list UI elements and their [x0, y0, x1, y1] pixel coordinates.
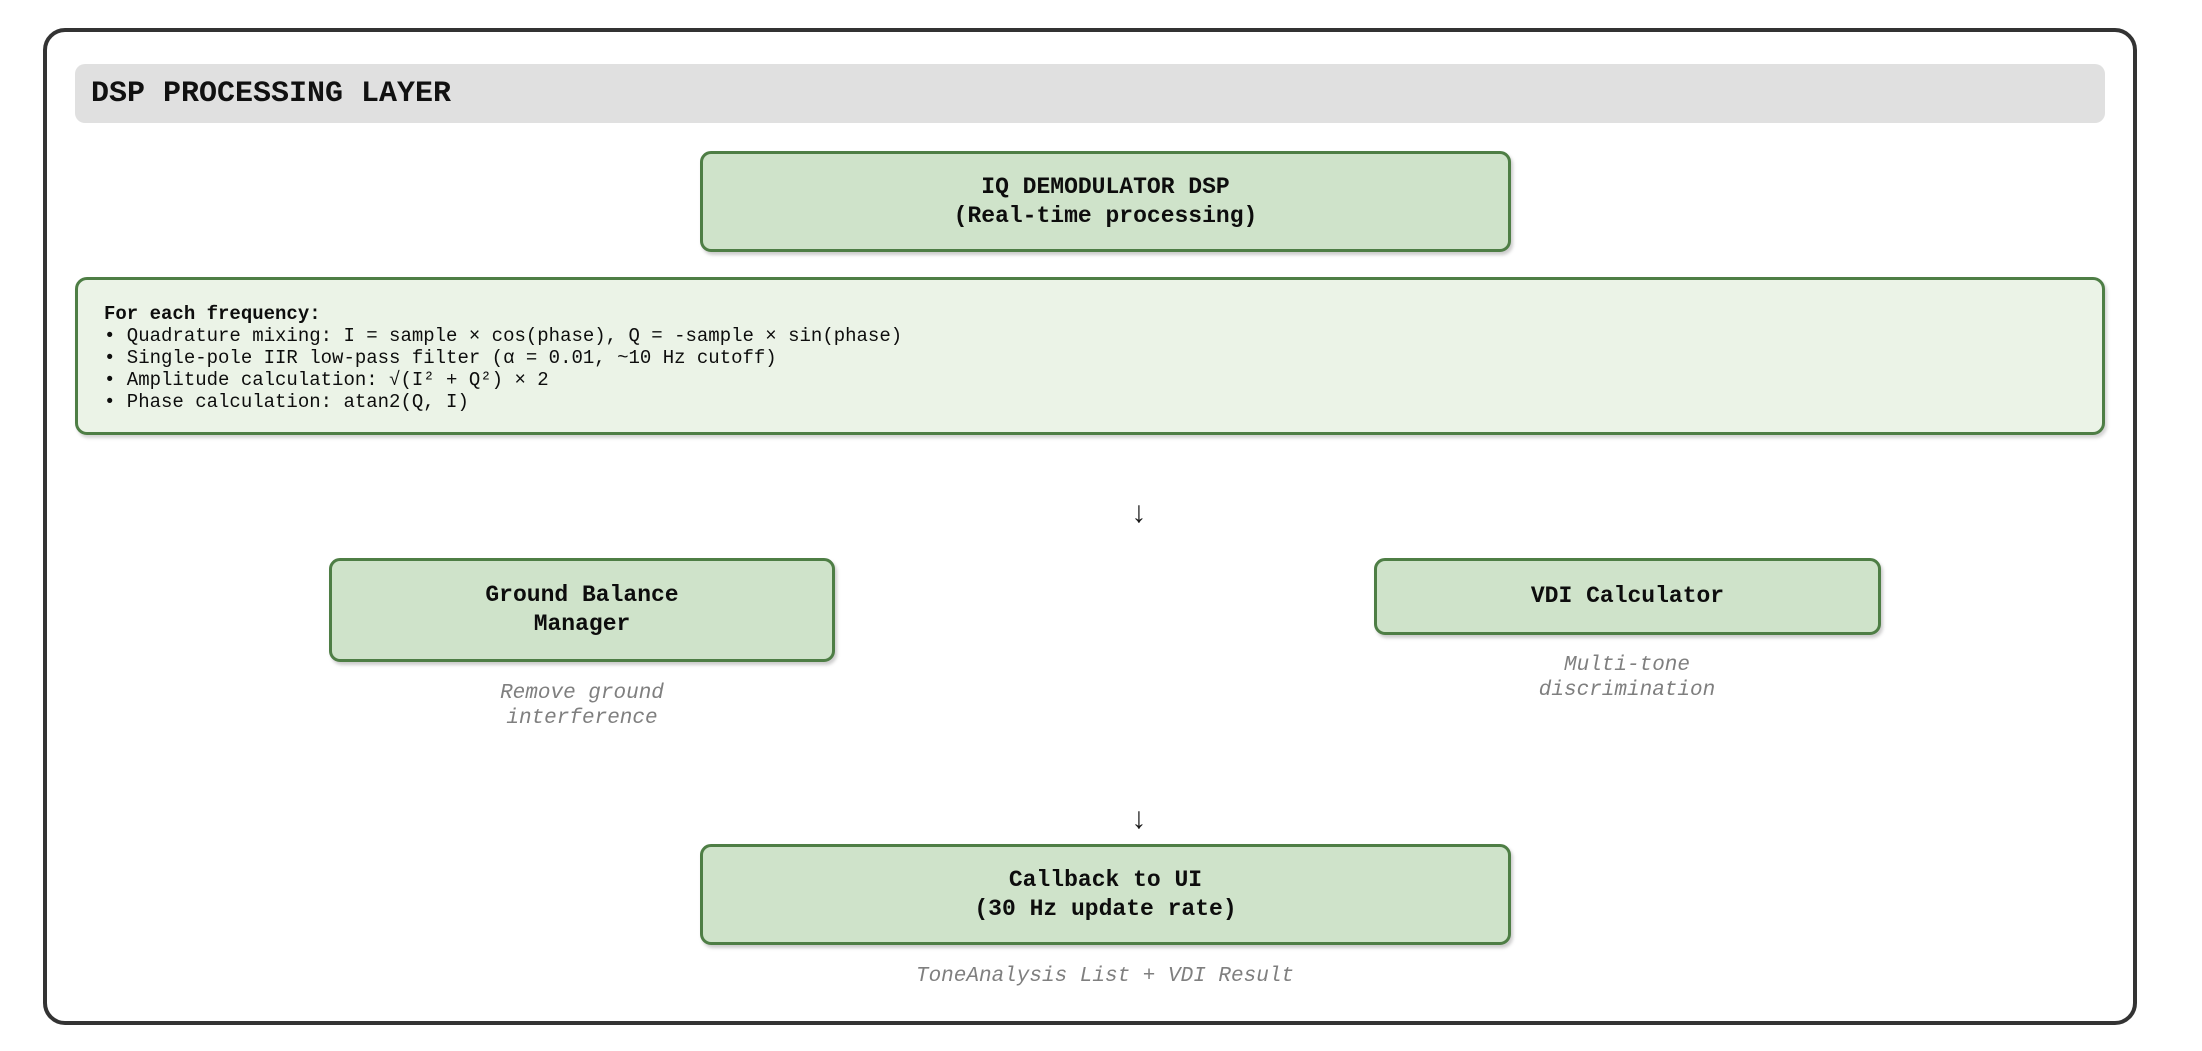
iq-demodulator-subtitle: (Real-time processing) — [953, 202, 1258, 229]
step-amplitude-calculation: • Amplitude calculation: √(I² + Q²) × 2 — [104, 369, 549, 391]
down-arrow-icon: ↓ — [1129, 498, 1148, 532]
ground-balance-caption: Remove ground interference — [432, 681, 732, 731]
ground-balance-subtitle: Manager — [533, 611, 631, 637]
panel-title-bar: DSP PROCESSING LAYER — [75, 64, 2105, 123]
vdi-caption-line1: Multi-tone — [1563, 654, 1691, 677]
ground-balance-title: Ground Balance — [485, 582, 679, 608]
step-iir-lowpass-filter: • Single-pole IIR low-pass filter (α = 0… — [104, 347, 777, 369]
dsp-processing-layer-panel: DSP PROCESSING LAYER IQ DEMODULATOR DSP … — [43, 28, 2137, 1025]
vdi-calculator-caption: Multi-tone discrimination — [1477, 653, 1777, 703]
iq-demodulator-title: IQ DEMODULATOR DSP — [981, 173, 1230, 200]
callback-caption: ToneAnalysis List + VDI Result — [805, 964, 1405, 989]
callback-caption-line: ToneAnalysis List + VDI Result — [915, 965, 1295, 988]
ground-balance-caption-line1: Remove ground — [500, 682, 664, 705]
down-arrow-icon: ↓ — [1129, 804, 1148, 838]
vdi-calculator-title: VDI Calculator — [1530, 583, 1725, 609]
frequency-processing-steps-box: For each frequency: • Quadrature mixing:… — [75, 277, 2105, 435]
ground-balance-caption-line2: interference — [506, 707, 658, 730]
step-phase-calculation: • Phase calculation: atan2(Q, I) — [104, 391, 469, 413]
steps-heading: For each frequency: — [104, 303, 321, 325]
step-quadrature-mixing: • Quadrature mixing: I = sample × cos(ph… — [104, 325, 903, 347]
vdi-caption-line2: discrimination — [1538, 679, 1716, 702]
node-iq-demodulator-dsp: IQ DEMODULATOR DSP (Real-time processing… — [700, 151, 1511, 252]
node-callback-to-ui: Callback to UI (30 Hz update rate) — [700, 844, 1511, 945]
panel-title: DSP PROCESSING LAYER — [91, 76, 452, 111]
callback-title: Callback to UI — [1008, 866, 1203, 893]
callback-subtitle: (30 Hz update rate) — [974, 895, 1237, 922]
node-vdi-calculator: VDI Calculator — [1374, 558, 1881, 635]
node-ground-balance-manager: Ground Balance Manager — [329, 558, 835, 662]
